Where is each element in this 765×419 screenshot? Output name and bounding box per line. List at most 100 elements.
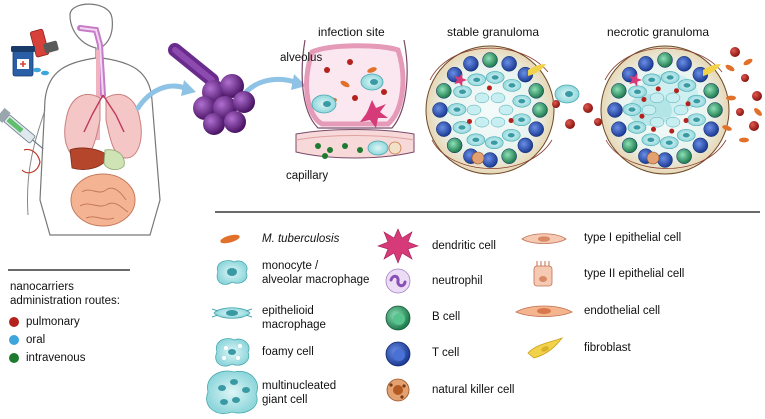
nucleus — [693, 117, 701, 122]
legend-type1-label: type I epithelial cell — [584, 232, 682, 244]
t-cell — [607, 102, 623, 118]
legend-epithelioid-label-1: epithelioid — [262, 305, 314, 317]
fibroblast-icon — [527, 337, 564, 359]
foamy-cell — [490, 116, 506, 128]
b-cell — [482, 52, 498, 68]
type-ii-epithelial-icon — [533, 261, 553, 287]
nucleus — [458, 89, 466, 94]
nucleus — [647, 137, 655, 143]
b-cell — [707, 102, 723, 118]
mtb — [683, 118, 689, 124]
inhaler-icon — [29, 28, 59, 58]
t-cell — [528, 121, 544, 137]
t-cell — [692, 137, 709, 154]
b-cell — [501, 148, 517, 164]
mtb-icon — [220, 234, 240, 244]
intravenous-dot — [9, 353, 19, 363]
epithelioid-macrophage-icon — [211, 307, 253, 319]
b-cell — [436, 83, 452, 99]
legend-fibroblast-label: fibroblast — [584, 342, 631, 354]
mtb — [641, 96, 647, 102]
nk-cell — [646, 151, 660, 165]
nucleus — [628, 107, 636, 112]
necrotic-granuloma-label: necrotic granuloma — [607, 25, 710, 39]
arrowhead-lung-to-alveolus — [291, 74, 306, 90]
endothelial-cell-icon — [515, 305, 573, 317]
nucleus — [507, 133, 515, 138]
mtb — [655, 86, 661, 92]
necrotic-granuloma-cells — [607, 52, 723, 168]
t-cell — [501, 56, 517, 72]
legend-dendritic-label: dendritic cell — [432, 240, 496, 252]
nucleus — [473, 77, 481, 82]
necrotic-granuloma-released — [722, 47, 762, 143]
mtb — [639, 113, 645, 119]
b-cell — [528, 83, 544, 99]
legend-macrophage-label-2: alveolar macrophage — [262, 274, 370, 286]
foamy-cell-icon — [215, 338, 250, 367]
arrowhead-body-to-lung — [181, 80, 196, 96]
legend-epithelioid-label-2: macrophage — [262, 319, 326, 331]
t-cell — [611, 121, 627, 137]
foamy-cell — [673, 104, 689, 116]
pill-bottle-icon — [11, 46, 49, 77]
legend-type2-label: type II epithelial cell — [584, 268, 685, 280]
t-cell — [517, 137, 534, 154]
mtb — [669, 128, 675, 134]
capillary-label: capillary — [286, 170, 329, 182]
t-cell — [676, 56, 692, 72]
alveolar-cluster-illustration — [168, 43, 255, 135]
legend-neutrophil-label: neutrophil — [432, 275, 483, 287]
type-i-epithelial-icon — [521, 233, 567, 244]
syringe-icon — [0, 107, 44, 150]
dendritic-cell — [454, 73, 467, 87]
foamy-cell — [466, 104, 482, 116]
routes-title-line1: nanocarriers — [10, 281, 74, 293]
t-cell — [432, 102, 448, 118]
route-intravenous-label: intravenous — [26, 352, 86, 364]
neutrophil-icon — [385, 268, 411, 294]
stable-granuloma-label: stable granuloma — [447, 25, 540, 39]
arrow-body-to-lung — [135, 83, 188, 111]
mtb — [685, 101, 691, 107]
b-cell — [611, 83, 627, 99]
foamy-cell — [665, 116, 681, 128]
nucleus — [518, 98, 526, 104]
legend-endothelial-label: endothelial cell — [584, 305, 661, 317]
b-cell-icon — [385, 305, 411, 331]
legend-tcell-label: T cell — [432, 347, 460, 359]
foamy-cell — [474, 116, 490, 128]
nucleus — [518, 117, 526, 122]
t-cell — [657, 152, 673, 168]
nucleus — [665, 140, 673, 145]
pulmonary-dot — [9, 317, 19, 327]
nucleus — [682, 133, 690, 138]
t-cell — [463, 56, 479, 72]
dendritic-cell-icon — [377, 228, 419, 264]
foamy-cell — [474, 92, 490, 104]
alveolus-label: alveolus — [280, 52, 323, 64]
t-cell — [703, 121, 719, 137]
b-cell — [703, 83, 719, 99]
foamy-cell — [641, 104, 657, 116]
b-cell — [621, 137, 638, 154]
b-cell — [676, 148, 692, 164]
nucleus — [453, 107, 461, 112]
foamy-cell — [498, 104, 514, 116]
route-oral-label: oral — [26, 334, 46, 346]
oral-dot — [9, 335, 19, 345]
mtb — [486, 85, 492, 91]
legend-foamy-label: foamy cell — [262, 346, 314, 358]
legend-bcell-label: B cell — [432, 311, 461, 323]
nk-cell-icon — [386, 378, 410, 402]
mtb — [674, 88, 680, 94]
fibroblast — [528, 64, 546, 76]
legend-giant-label-2: giant cell — [262, 394, 308, 406]
nucleus — [458, 125, 466, 130]
nucleus — [648, 77, 656, 82]
b-cell — [532, 102, 548, 118]
foamy-cell — [649, 116, 665, 128]
mtb — [508, 118, 514, 124]
nucleus — [491, 75, 499, 80]
